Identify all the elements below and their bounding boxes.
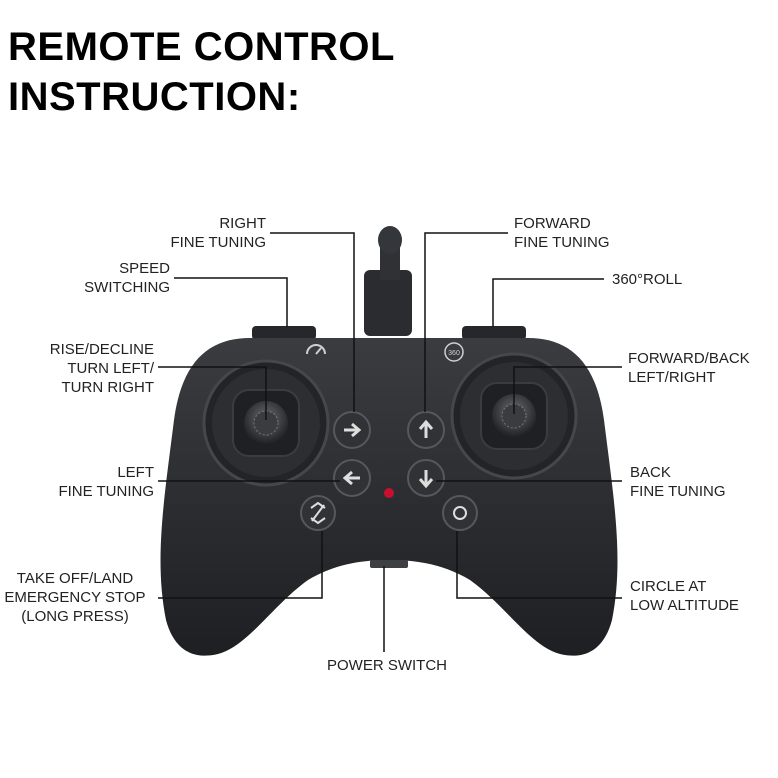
- label-line: FORWARD: [514, 215, 591, 232]
- takeoff-land-icon: [310, 501, 326, 525]
- label-line: TURN RIGHT: [61, 379, 155, 396]
- label-forward-fine-tuning: FORWARD FINE TUNING: [514, 214, 610, 252]
- power-led: [384, 488, 394, 498]
- label-forward-back: FORWARD/BACK LEFT/RIGHT: [628, 349, 750, 387]
- leader-circle-low-altitude: [456, 531, 622, 599]
- leader-takeoff-land: [158, 531, 323, 599]
- arrow-down-icon: [418, 470, 434, 489]
- circle-low-altitude-button[interactable]: [442, 495, 478, 531]
- label-line: RIGHT: [219, 215, 266, 232]
- label-power-switch: POWER SWITCH: [304, 656, 470, 675]
- label-360-roll: 360°ROLL: [612, 270, 682, 289]
- label-line: LEFT: [117, 464, 154, 481]
- label-line: SPEED: [119, 260, 170, 277]
- label-line: LOW ALTITUDE: [630, 597, 739, 614]
- speedometer-icon: [306, 344, 326, 355]
- label-line: TURN LEFT/: [67, 360, 154, 377]
- label-line: EMERGENCY STOP: [4, 589, 146, 606]
- antenna: [364, 226, 412, 336]
- circle-flight-icon: [453, 506, 467, 520]
- label-circle-low-altitude: CIRCLE AT LOW ALTITUDE: [630, 577, 739, 615]
- label-line: LEFT/RIGHT: [628, 369, 716, 386]
- label-line: FORWARD/BACK: [628, 350, 750, 367]
- takeoff-land-button[interactable]: [300, 495, 336, 531]
- label-line: BACK: [630, 464, 671, 481]
- leader-lines: [158, 232, 622, 652]
- left-joystick[interactable]: [202, 359, 330, 487]
- label-line: RISE/DECLINE: [49, 341, 154, 358]
- label-speed-switching: SPEED SWITCHING: [60, 259, 170, 297]
- arrow-up-icon: [418, 419, 434, 438]
- leader-360-roll: [492, 278, 604, 327]
- label-right-fine-tuning: RIGHT FINE TUNING: [150, 214, 266, 252]
- svg-text:360: 360: [448, 350, 460, 357]
- leader-right-fine-tuning: [270, 232, 355, 412]
- label-line: POWER SWITCH: [327, 657, 447, 674]
- label-line: TAKE OFF/LAND: [16, 570, 134, 587]
- left-trim-button[interactable]: [333, 459, 371, 497]
- label-rise-decline: RISE/DECLINE TURN LEFT/ TURN RIGHT: [30, 340, 154, 397]
- label-line: SWITCHING: [84, 279, 170, 296]
- right-trim-button[interactable]: [333, 411, 371, 449]
- leader-forward-back: [513, 366, 622, 414]
- label-line: FINE TUNING: [514, 234, 610, 251]
- leader-rise-decline: [158, 366, 267, 420]
- power-switch[interactable]: [370, 560, 408, 568]
- label-left-fine-tuning: LEFT FINE TUNING: [30, 463, 154, 501]
- left-shoulder-button[interactable]: [252, 326, 316, 340]
- right-shoulder-button[interactable]: [462, 326, 526, 340]
- label-takeoff-land: TAKE OFF/LAND EMERGENCY STOP (LONG PRESS…: [0, 569, 150, 626]
- arrow-left-icon: [342, 470, 360, 486]
- forward-trim-button[interactable]: [407, 411, 445, 449]
- back-trim-button[interactable]: [407, 459, 445, 497]
- label-line: FINE TUNING: [58, 483, 154, 500]
- roll-360-icon: 360: [444, 342, 464, 362]
- label-line: 360°ROLL: [612, 271, 683, 288]
- leader-forward-fine-tuning: [424, 232, 508, 412]
- title-line-1: REMOTE CONTROL: [8, 25, 395, 69]
- label-line: FINE TUNING: [170, 234, 266, 251]
- label-line: CIRCLE AT: [630, 578, 707, 595]
- arrow-right-icon: [344, 422, 362, 438]
- leader-speed-switching: [174, 277, 288, 327]
- label-back-fine-tuning: BACK FINE TUNING: [630, 463, 726, 501]
- label-line: FINE TUNING: [630, 483, 726, 500]
- right-joystick[interactable]: [450, 352, 578, 480]
- page-title: REMOTE CONTROL INSTRUCTION:: [8, 22, 395, 122]
- label-line: (LONG PRESS): [21, 608, 129, 625]
- title-line-2: INSTRUCTION:: [8, 75, 301, 119]
